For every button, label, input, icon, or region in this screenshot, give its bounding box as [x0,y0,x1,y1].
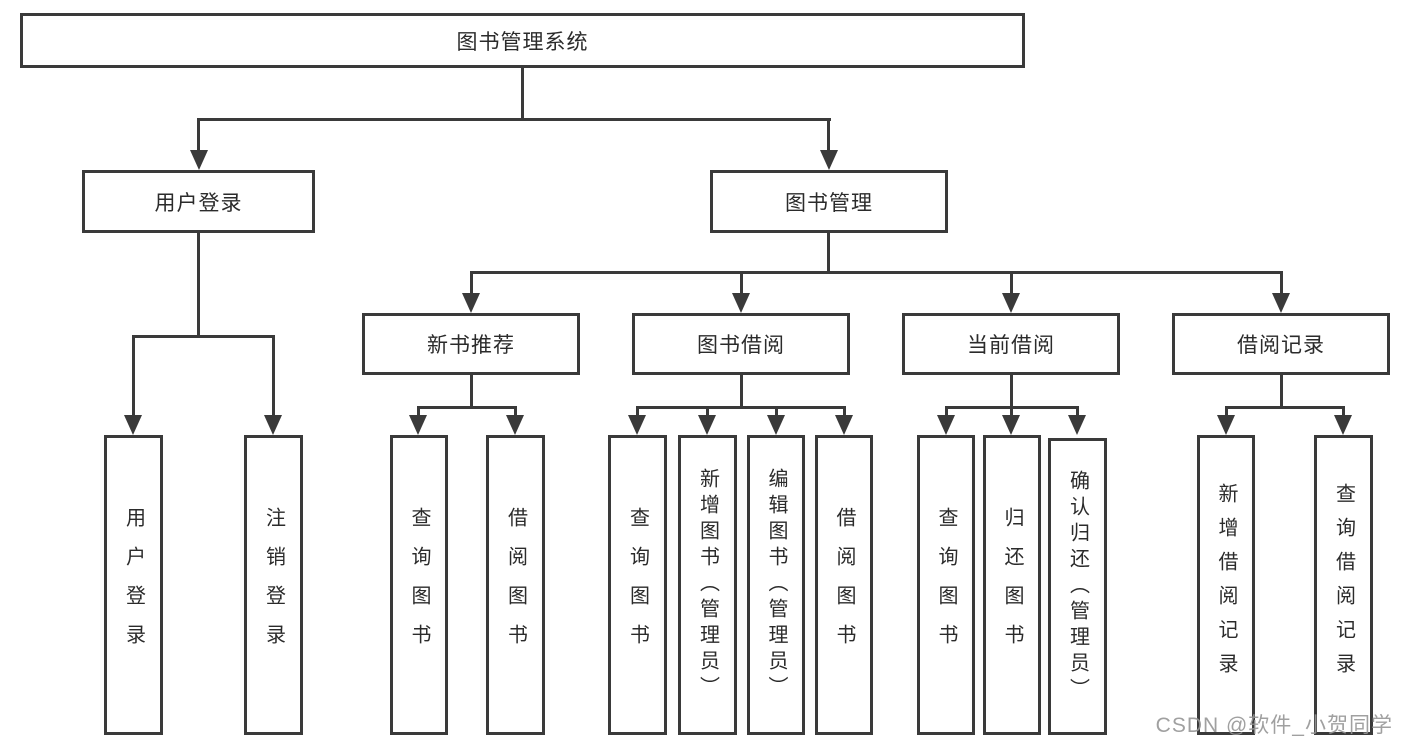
connector-line [1010,271,1013,298]
arrowhead-down-icon [264,415,282,435]
node-label: 查询借阅记录 [1332,483,1355,687]
arrowhead-down-icon [1002,415,1020,435]
connector-line [417,406,517,409]
connector-line [132,335,135,420]
connector-line [197,233,200,337]
connector-line [470,271,1282,274]
node-label: 当前借阅 [967,334,1055,357]
node-label: 图书管理 [785,191,873,215]
arrowhead-down-icon [1068,415,1086,435]
arrowhead-down-icon [1334,415,1352,435]
arrowhead-down-icon [628,415,646,435]
node-label: 编辑图书（管理员） [765,468,787,702]
connector-line [470,375,473,409]
connector-line [636,406,639,421]
connector-line [1010,406,1013,421]
connector-line [521,68,524,120]
connector-line [1280,375,1283,409]
node-leaf-query-books: 查询图书 [917,435,975,735]
arrowhead-down-icon [506,415,524,435]
node-label: 查询图书 [408,507,430,663]
connector-line [775,406,778,421]
connector-line [740,271,743,298]
arrowhead-down-icon [767,415,785,435]
node-label: 查询图书 [935,507,957,663]
node-label: 图书借阅 [697,334,785,357]
arrowhead-down-icon [409,415,427,435]
node-new-book-recommend: 新书推荐 [362,313,580,375]
connector-line [740,375,743,409]
connector-line [1280,271,1283,298]
connector-line [1010,375,1013,409]
connector-line [132,335,275,338]
connector-line [636,406,846,409]
watermark: CSDN @软件_小贺同学 [1155,714,1393,737]
node-label: 确认归还（管理员） [1066,469,1089,704]
node-leaf-add-books-admin: 新增图书（管理员） [678,435,737,735]
connector-line [470,271,473,298]
arrowhead-down-icon [462,293,480,313]
arrowhead-down-icon [698,415,716,435]
node-leaf-return-books: 归还图书 [983,435,1041,735]
arrowhead-down-icon [1002,293,1020,313]
node-leaf-add-borrow-record: 新增借阅记录 [1197,435,1255,735]
connector-line [1076,406,1079,421]
connector-line [827,233,830,274]
arrowhead-down-icon [124,415,142,435]
node-label: 归还图书 [1001,507,1023,663]
connector-line [1225,406,1228,421]
node-user-login: 用户登录 [82,170,315,233]
node-leaf-query-books: 查询图书 [390,435,448,735]
arrowhead-down-icon [1217,415,1235,435]
connector-line [417,406,420,421]
node-book-borrowing: 图书借阅 [632,313,850,375]
arrowhead-down-icon [732,293,750,313]
arrowhead-down-icon [190,150,208,170]
node-leaf-borrow-books: 借阅图书 [486,435,545,735]
node-root-library-system: 图书管理系统 [20,13,1025,68]
node-label: 查询图书 [626,507,649,663]
node-leaf-query-books: 查询图书 [608,435,667,735]
connector-line [514,406,517,421]
node-label: 借阅图书 [833,507,855,663]
connector-line [827,118,830,155]
node-label: 用户登录 [122,507,145,663]
connector-line [1225,406,1345,409]
node-leaf-query-borrow-record: 查询借阅记录 [1314,435,1373,735]
connector-line [945,406,948,421]
node-borrow-records: 借阅记录 [1172,313,1390,375]
arrowhead-down-icon [937,415,955,435]
arrowhead-down-icon [820,150,838,170]
connector-line [197,118,831,121]
connector-line [1342,406,1345,421]
node-label: 借阅图书 [504,507,527,663]
node-leaf-confirm-return-admin: 确认归还（管理员） [1048,438,1107,735]
node-label: 注销登录 [262,507,285,663]
node-leaf-edit-books-admin: 编辑图书（管理员） [747,435,805,735]
connector-line [843,406,846,421]
connector-line [272,335,275,420]
connector-line [197,118,200,155]
node-label: 新书推荐 [427,334,515,357]
node-label: 用户登录 [154,191,243,215]
node-leaf-user-login: 用户登录 [104,435,163,735]
node-book-management: 图书管理 [710,170,948,233]
arrowhead-down-icon [835,415,853,435]
node-label: 图书管理系统 [456,30,589,54]
node-label: 新增图书（管理员） [696,468,719,702]
node-leaf-borrow-books: 借阅图书 [815,435,873,735]
node-label: 借阅记录 [1237,334,1325,357]
node-leaf-logout: 注销登录 [244,435,303,735]
arrowhead-down-icon [1272,293,1290,313]
node-current-borrowing: 当前借阅 [902,313,1120,375]
node-label: 新增借阅记录 [1215,483,1237,687]
connector-line [706,406,709,421]
